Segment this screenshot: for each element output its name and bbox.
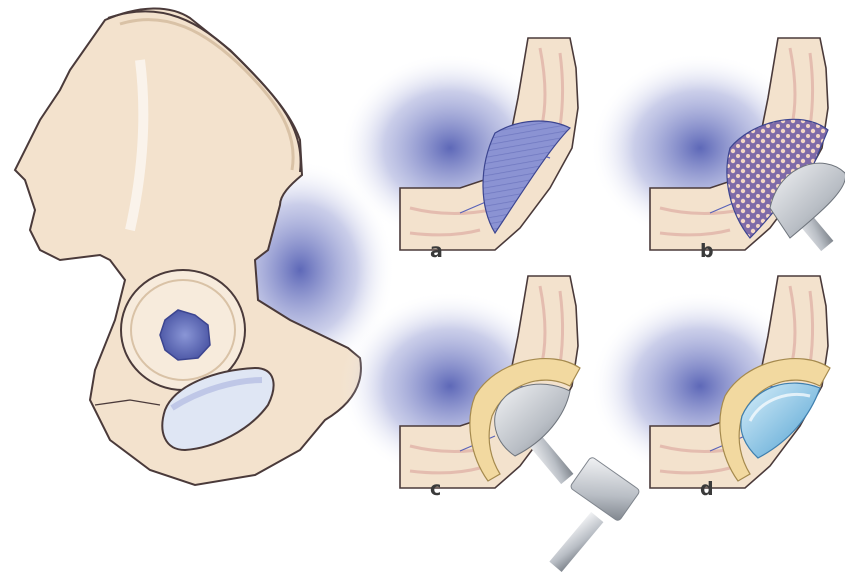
panel-label-c: c — [430, 478, 441, 500]
panel-d-cup-implanted — [590, 276, 830, 488]
panel-b-impaction-grafting — [590, 38, 845, 251]
panel-label-d: d — [700, 478, 714, 500]
pelvis-bone — [15, 8, 395, 485]
panel-label-b: b — [700, 240, 714, 262]
panel-label-a: a — [430, 240, 443, 262]
